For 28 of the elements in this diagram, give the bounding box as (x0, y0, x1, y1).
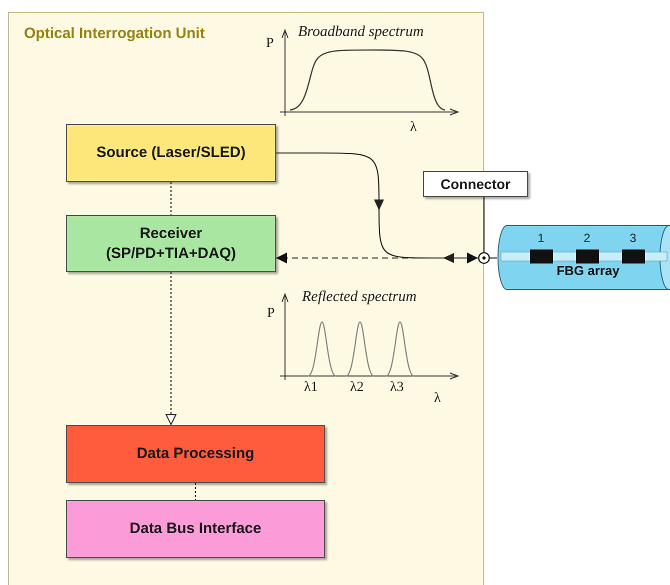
process-box: Source (Laser/SLED) (66, 124, 276, 182)
process-box: Receiver (SP/PD+TIA+DAQ) (66, 215, 276, 272)
connector-line (170, 182, 172, 215)
process-box: Data Processing (66, 425, 325, 483)
grating-number: 1 (538, 231, 544, 245)
axis-label: λ (434, 391, 441, 407)
fiber-cylinder (497, 225, 670, 290)
arrow (276, 152, 478, 264)
axis-label: P (267, 306, 275, 322)
chart-title: Reflected spectrum (302, 289, 417, 306)
connector-line (490, 257, 497, 259)
connector-line (194, 483, 196, 500)
chart-title: Broadband spectrum (298, 24, 424, 41)
axis-label: λ2 (350, 380, 364, 396)
panel-title: Optical Interrogation Unit (24, 25, 205, 42)
connector-point (478, 252, 490, 264)
grating-number: 2 (584, 231, 590, 245)
connector-label-box: Connector (423, 171, 528, 197)
leader-line (483, 197, 485, 252)
grating-number: 3 (630, 231, 636, 245)
arrow (276, 252, 478, 264)
process-box: Data Bus Interface (66, 500, 325, 558)
arrow (166, 272, 176, 425)
axis-label: P (266, 36, 274, 52)
array-label: FBG array (556, 263, 620, 278)
axis-label: λ (410, 120, 417, 136)
axis-label: λ1 (304, 380, 318, 396)
axis-label: λ3 (390, 380, 404, 396)
